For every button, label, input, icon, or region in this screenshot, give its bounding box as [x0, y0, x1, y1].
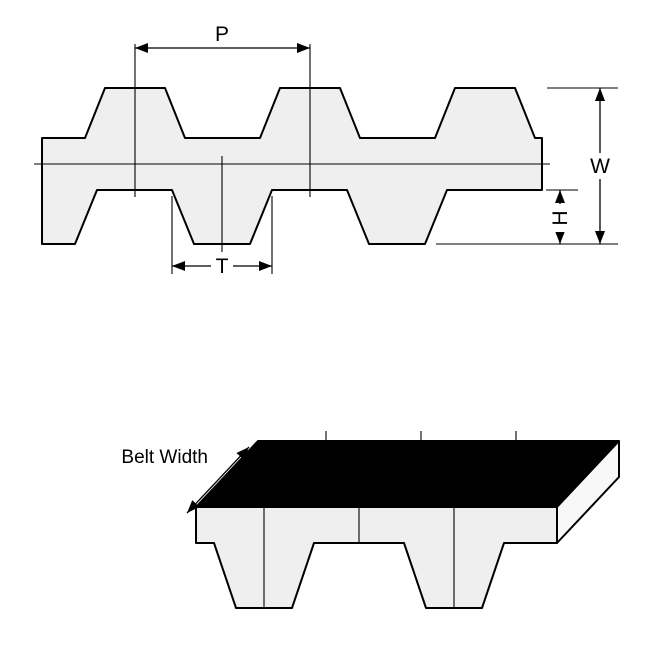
belt-front-face: [195, 506, 558, 609]
height-label: H: [549, 210, 572, 225]
width-label-mask: [587, 153, 613, 179]
width-label: W: [590, 155, 610, 178]
height-label-mask: [551, 204, 569, 232]
belt-top-face: [195, 440, 620, 508]
dimension-height: H: [546, 189, 578, 244]
belt-width-arrow: [186, 446, 250, 514]
belt-cross-section: P W H T: [34, 23, 618, 278]
dimension-width: W: [436, 87, 618, 245]
dimension-pitch: P: [135, 23, 310, 53]
belt-end-face: [556, 440, 620, 544]
belt-isometric: Belt Width: [121, 431, 620, 609]
belt-profile: [41, 87, 543, 245]
tooth-label-mask: [211, 252, 233, 278]
tooth-label: T: [216, 255, 229, 278]
dimension-tooth-width: T: [171, 196, 273, 278]
pitch-label: P: [215, 23, 229, 46]
belt-width-label: Belt Width: [121, 447, 208, 468]
